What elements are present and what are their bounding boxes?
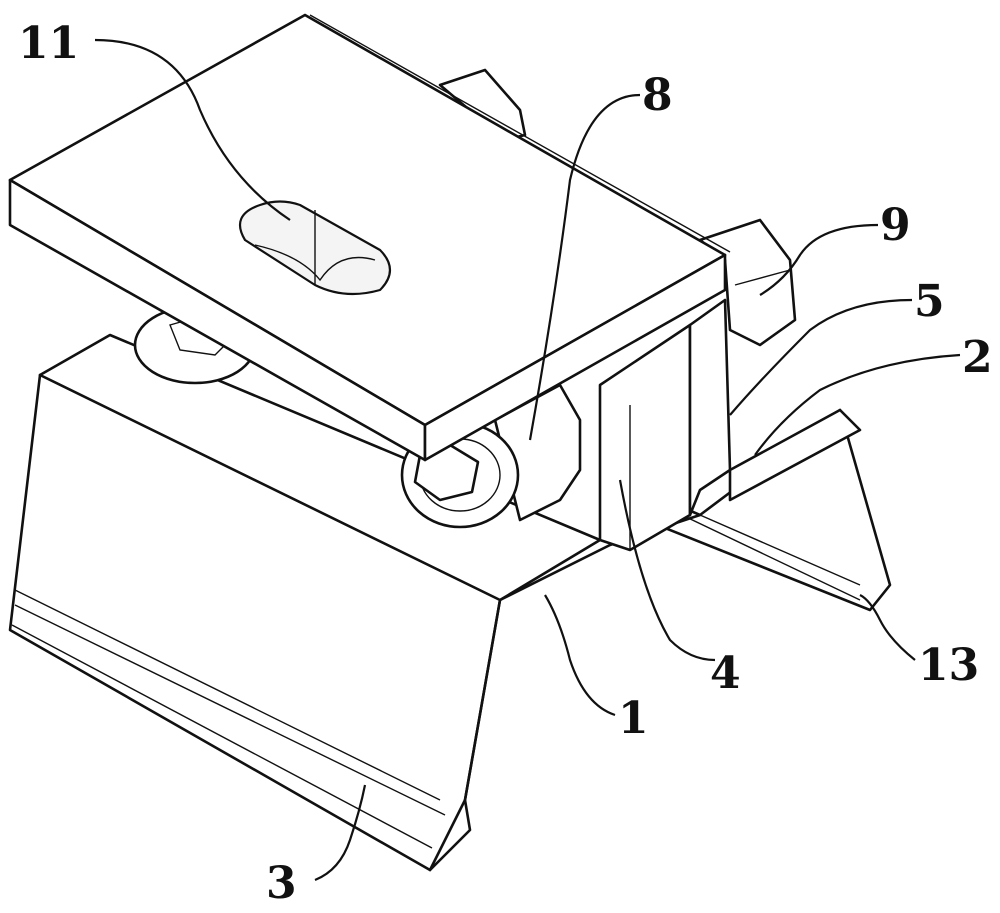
roller-spacer: [400, 383, 582, 529]
saddle-lip-line-3: [11, 624, 433, 849]
callout-8: 8: [642, 70, 673, 121]
riser-flange-2: [728, 408, 862, 502]
nut-9-facet: [734, 269, 791, 286]
leader-5: [729, 298, 913, 416]
leader-2: [754, 353, 961, 456]
callout-4: 4: [710, 648, 741, 699]
riser-plate-4: [598, 323, 692, 552]
leader-4: [618, 479, 716, 662]
saddle-lip-line-2: [14, 604, 446, 816]
saddle-right-bend: [428, 598, 502, 872]
slotted-hole-inner-wall: [254, 210, 376, 285]
leader-1: [544, 594, 616, 717]
callout-9: 9: [880, 200, 911, 251]
leader-8: [528, 93, 641, 441]
callout-2: 2: [962, 332, 993, 383]
leader-3: [314, 784, 367, 882]
plate-right-edge: [423, 253, 727, 462]
callout-labels: 11 8 9 5 2 13 4 1 3: [18, 18, 993, 909]
callout-1: 1: [618, 693, 649, 744]
callout-13: 13: [918, 640, 979, 691]
plate-rear-edge: [309, 14, 731, 253]
leader-lines: [94, 38, 961, 882]
callout-3: 3: [266, 858, 297, 909]
top-clamp-plate: [8, 13, 731, 462]
callout-11: 11: [18, 18, 79, 69]
saddle-lip-line-1: [14, 589, 441, 801]
riser-step-5: [688, 298, 732, 517]
leader-13: [859, 594, 916, 661]
leader-9: [759, 223, 879, 296]
leader-11: [94, 38, 291, 221]
callout-5: 5: [914, 276, 945, 327]
